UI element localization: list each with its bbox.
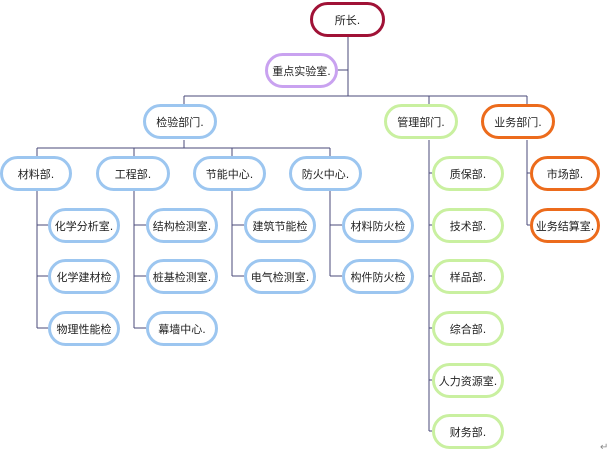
node-structure[interactable]: 结构检测室.: [146, 208, 218, 243]
node-settlement[interactable]: 业务结算室.: [530, 208, 600, 243]
node-general[interactable]: 综合部.: [432, 311, 504, 346]
node-tech[interactable]: 技术部.: [432, 208, 504, 243]
node-finance[interactable]: 财务部.: [432, 414, 504, 449]
node-physical[interactable]: 物理性能检: [48, 311, 120, 346]
node-key-lab[interactable]: 重点实验室.: [265, 53, 338, 88]
node-materials[interactable]: 材料部.: [0, 156, 72, 191]
node-electrical[interactable]: 电气检测室.: [244, 259, 316, 294]
paragraph-return-mark: ↵: [600, 442, 609, 453]
node-material-fire[interactable]: 材料防火检: [342, 208, 414, 243]
node-energy-center[interactable]: 节能中心.: [193, 156, 266, 191]
node-market[interactable]: 市场部.: [530, 156, 600, 191]
node-curtain-wall[interactable]: 幕墙中心.: [146, 311, 218, 346]
node-pile[interactable]: 桩基检测室.: [146, 259, 218, 294]
node-component-fire[interactable]: 构件防火检: [342, 259, 414, 294]
node-hr[interactable]: 人力资源室.: [432, 363, 504, 398]
node-inspection-dept[interactable]: 检验部门.: [143, 104, 217, 139]
node-building-energy[interactable]: 建筑节能检: [244, 208, 316, 243]
node-chem-analysis[interactable]: 化学分析室.: [48, 208, 120, 243]
node-director[interactable]: 所长.: [310, 2, 385, 37]
node-engineering[interactable]: 工程部.: [96, 156, 170, 191]
node-sample[interactable]: 样品部.: [432, 259, 504, 294]
node-business-dept[interactable]: 业务部门.: [481, 104, 555, 139]
node-chem-materials[interactable]: 化学建材检: [48, 259, 120, 294]
node-management-dept[interactable]: 管理部门.: [384, 104, 458, 139]
node-qa[interactable]: 质保部.: [432, 156, 504, 191]
node-fire-center[interactable]: 防火中心.: [289, 156, 362, 191]
